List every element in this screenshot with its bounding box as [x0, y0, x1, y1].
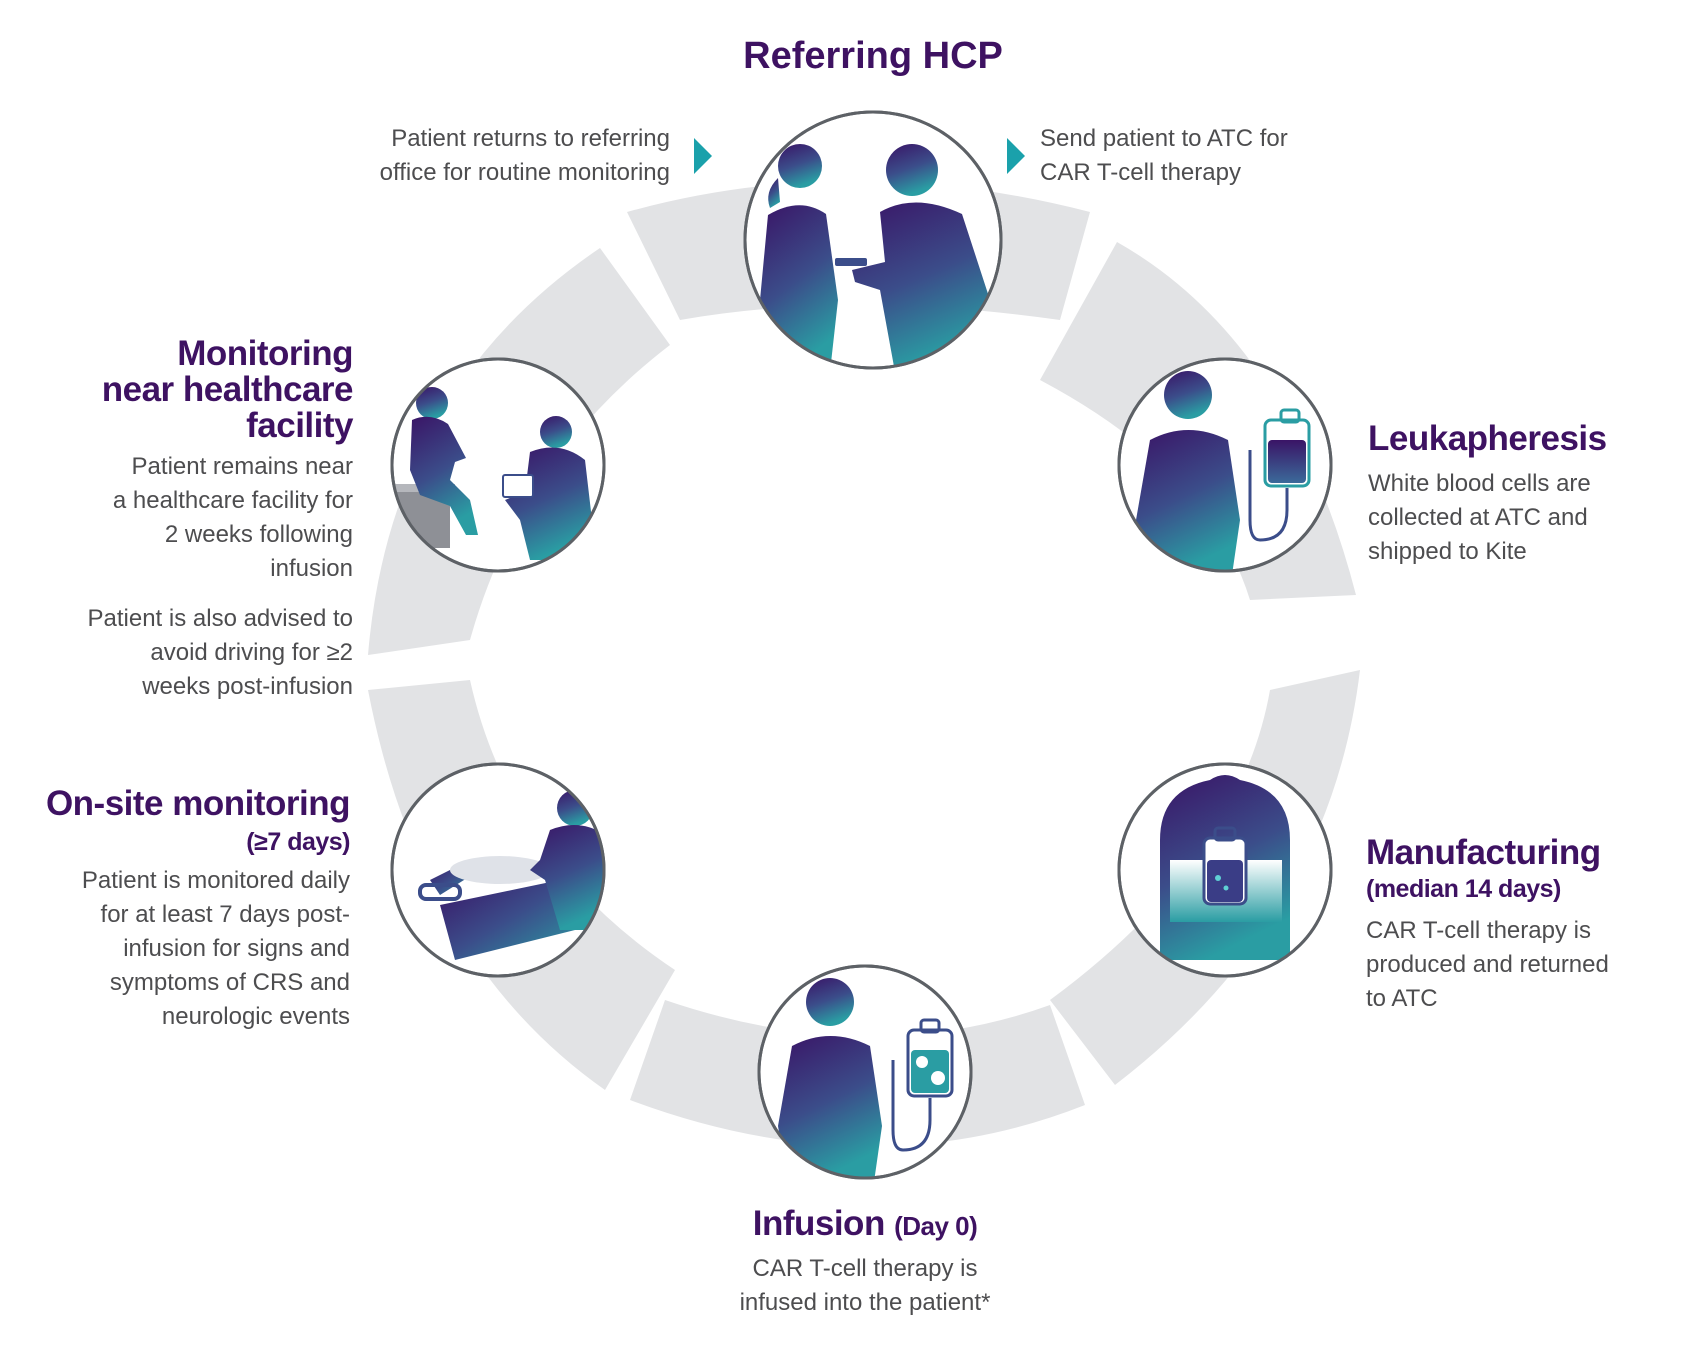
on-site-monitoring-description: Patient is monitored daily for at least …: [20, 864, 350, 1034]
text-line: office for routine monitoring: [379, 159, 670, 186]
leukapheresis-description: White blood cells are collected at ATC a…: [1368, 467, 1688, 569]
text-line: collected at ATC and: [1368, 504, 1588, 531]
manufacturing-description: CAR T-cell therapy is produced and retur…: [1366, 914, 1686, 1016]
text-line: CAR T-cell therapy: [1040, 159, 1241, 186]
monitoring-nearby-illustration: [390, 357, 606, 573]
text-line: a healthcare facility for: [112, 487, 353, 514]
text-line: Monitoring: [177, 334, 353, 373]
on-site-monitoring-title: On-site monitoring: [45, 784, 351, 823]
leukapheresis-illustration: [1117, 357, 1333, 573]
leukapheresis-title: Leukapheresis: [1368, 419, 1607, 458]
manufacturing-illustration: [1117, 762, 1333, 978]
text-line: CAR T-cell therapy is: [752, 1255, 978, 1282]
text-line: Patient is also advised to: [87, 605, 354, 632]
text-line: Patient is monitored daily: [81, 867, 350, 894]
infusion-illustration: [757, 964, 973, 1180]
text-line: 2 weeks following: [164, 521, 353, 548]
monitoring-nearby-title: Monitoring near healthcare facility: [20, 334, 354, 445]
arrow-left-icon: [694, 138, 712, 174]
manufacturing-title: Manufacturing: [1366, 833, 1601, 872]
text-line: near healthcare: [101, 370, 354, 409]
infusion-subtitle: (Day 0): [894, 1211, 978, 1241]
text-line: Patient remains near: [131, 453, 353, 480]
text-line: to ATC: [1366, 985, 1438, 1012]
referring-right-note: Send patient to ATC for CAR T-cell thera…: [1040, 122, 1400, 190]
on-site-monitoring-subtitle: (≥7 days): [246, 828, 350, 856]
text-line: White blood cells are: [1368, 470, 1591, 497]
infusion-heading: Infusion (Day 0): [665, 1206, 1065, 1244]
text-line: Send patient to ATC for: [1040, 125, 1288, 152]
text-line: facility: [246, 406, 353, 445]
text-line: CAR T-cell therapy is: [1366, 917, 1591, 944]
text-line: infusion: [270, 555, 353, 582]
referring-hcp-title: Referring HCP: [743, 35, 1003, 77]
monitoring-nearby-driving-note: Patient is also advised to avoid driving…: [20, 602, 354, 704]
text-line: for at least 7 days post-: [100, 901, 350, 928]
text-line: infused into the patient*: [739, 1289, 991, 1316]
text-line: symptoms of CRS and: [109, 969, 350, 996]
on-site-monitoring-illustration: [390, 762, 606, 978]
text-line: produced and returned: [1366, 951, 1609, 978]
text-line: weeks post-infusion: [142, 673, 353, 700]
text-line: neurologic events: [161, 1003, 350, 1030]
infusion-description: CAR T-cell therapy is infused into the p…: [665, 1252, 1065, 1320]
arrow-right-icon: [1007, 138, 1025, 174]
text-line: Patient returns to referring: [391, 125, 670, 152]
text-line: avoid driving for ≥2: [150, 639, 353, 666]
referring-hcp-illustration: [743, 110, 1003, 370]
manufacturing-subtitle: (median 14 days): [1366, 875, 1561, 903]
infusion-title: Infusion: [752, 1204, 886, 1243]
referring-left-note: Patient returns to referring office for …: [290, 122, 670, 190]
text-line: infusion for signs and: [123, 935, 350, 962]
text-line: shipped to Kite: [1368, 538, 1527, 565]
monitoring-nearby-description: Patient remains near a healthcare facili…: [20, 450, 353, 586]
